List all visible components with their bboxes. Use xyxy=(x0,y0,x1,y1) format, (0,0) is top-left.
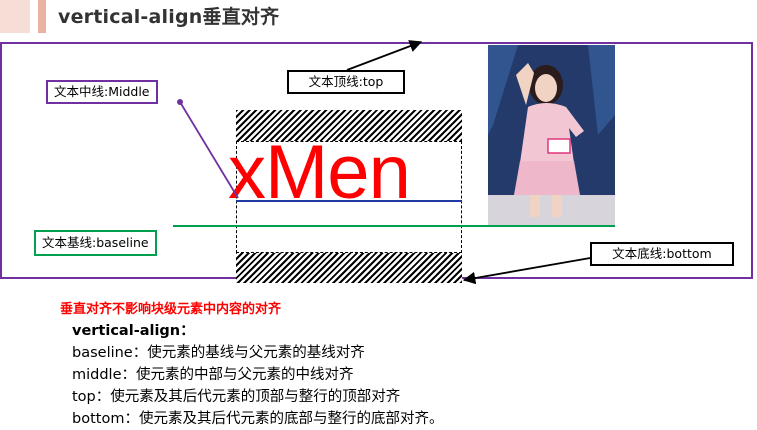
hatched-top-band xyxy=(236,110,462,141)
performer-photo xyxy=(488,45,615,226)
note-item-baseline: baseline：使元素的基线与父元素的基线对齐 xyxy=(72,345,365,361)
label-middle: 文本中线:Middle xyxy=(46,80,158,104)
note-warning: 垂直对齐不影响块级元素中内容的对齐 xyxy=(60,302,282,317)
sample-text: xMen xyxy=(228,130,411,215)
middle-connector-dot xyxy=(177,99,183,105)
note-property: vertical-align： xyxy=(72,323,195,339)
notes-section: 垂直对齐不影响块级元素中内容的对齐 vertical-align： baseli… xyxy=(60,300,443,430)
label-baseline: 文本基线:baseline xyxy=(34,230,157,256)
hatched-bottom-band xyxy=(236,253,462,283)
note-item-bottom: bottom：使元素及其后代元素的底部与整行的底部对齐。 xyxy=(72,411,444,427)
bottom-arrow xyxy=(462,256,597,285)
page-title: vertical-align垂直对齐 xyxy=(58,6,280,28)
title-accent-block xyxy=(0,0,30,33)
label-bottom: 文本底线:bottom xyxy=(590,242,734,266)
note-item-top: top：使元素及其后代元素的顶部与整行的顶部对齐 xyxy=(72,389,401,405)
top-arrow xyxy=(346,40,423,71)
note-item-middle: middle：使元素的中部与父元素的中线对齐 xyxy=(72,367,354,383)
label-top: 文本顶线:top xyxy=(287,70,405,94)
title-accent-bar xyxy=(38,0,46,33)
performer-photo-drawing xyxy=(488,45,615,226)
middle-connector xyxy=(179,101,239,199)
